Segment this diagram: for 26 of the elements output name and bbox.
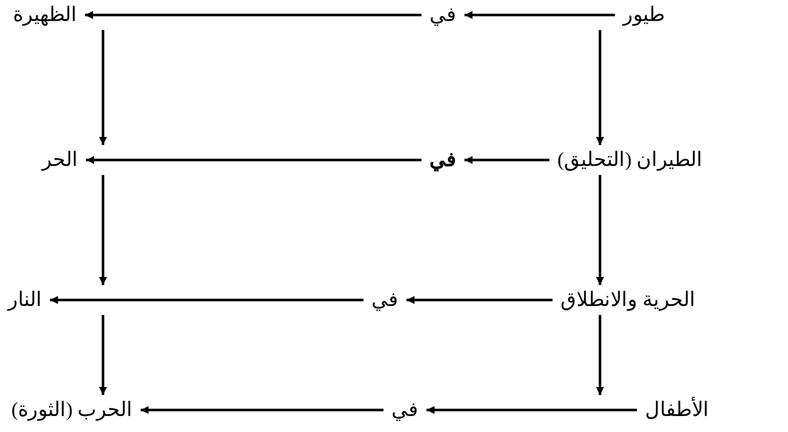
arrow (140, 406, 384, 414)
arrow (596, 175, 604, 285)
arrow (464, 11, 615, 19)
word-label: في (297, 395, 437, 425)
arrow (85, 11, 422, 19)
word-label: طيور (548, 0, 680, 30)
arrow (596, 315, 604, 395)
word-label: النار (0, 285, 177, 315)
word-label: في (297, 145, 458, 175)
word-label: الطيران (التحليق) (550, 145, 710, 175)
arrow (50, 296, 364, 304)
arrow (426, 406, 637, 414)
arrow (406, 296, 552, 304)
word-label: الحرب (الثورة) (0, 395, 182, 425)
word-label: الحرية والانطلاق (548, 285, 708, 315)
arrow (596, 30, 604, 145)
arrow (86, 156, 422, 164)
word-label: الحر (0, 145, 172, 175)
word-label: الظهيرة (0, 0, 178, 30)
arrow (99, 30, 107, 145)
arrow (464, 156, 550, 164)
word-label: في (297, 0, 460, 30)
word-label: الأطفال (540, 395, 720, 425)
arrow (99, 175, 107, 285)
word-label: في (297, 285, 447, 315)
arrow (99, 315, 107, 395)
